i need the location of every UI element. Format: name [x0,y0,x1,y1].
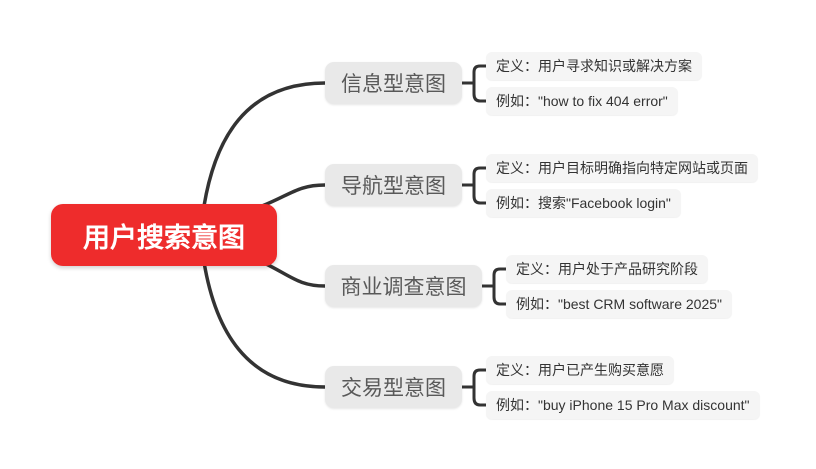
connector-central-to-branch-3 [260,260,327,288]
connector-central-to-branch-1 [202,81,327,208]
branch-node-navigational[interactable]: 导航型意图 [325,164,462,206]
central-topic-node[interactable]: 用户搜索意图 [51,204,277,266]
leaf-definition-informational[interactable]: 定义：用户寻求知识或解决方案 [486,52,702,80]
leaf-example-navigational[interactable]: 例如：搜索"Facebook login" [486,189,681,217]
branch-node-informational[interactable]: 信息型意图 [325,62,462,104]
leaf-example-transactional[interactable]: 例如："buy iPhone 15 Pro Max discount" [486,391,760,419]
bracket-branch-1 [460,64,488,103]
leaf-definition-transactional[interactable]: 定义：用户已产生购买意愿 [486,356,674,384]
leaf-example-commercial[interactable]: 例如："best CRM software 2025" [506,290,733,318]
bracket-branch-2 [460,166,488,205]
leaf-definition-commercial[interactable]: 定义：用户处于产品研究阶段 [506,255,708,283]
branch-node-commercial[interactable]: 商业调查意图 [325,265,482,307]
connector-central-to-branch-2 [260,183,327,208]
bracket-branch-4 [460,368,488,407]
bracket-branch-3 [480,267,508,306]
connector-central-to-branch-4 [202,260,327,389]
leaf-definition-navigational[interactable]: 定义：用户目标明确指向特定网站或页面 [486,154,758,182]
leaf-example-informational[interactable]: 例如："how to fix 404 error" [486,87,678,115]
branch-node-transactional[interactable]: 交易型意图 [325,366,462,408]
